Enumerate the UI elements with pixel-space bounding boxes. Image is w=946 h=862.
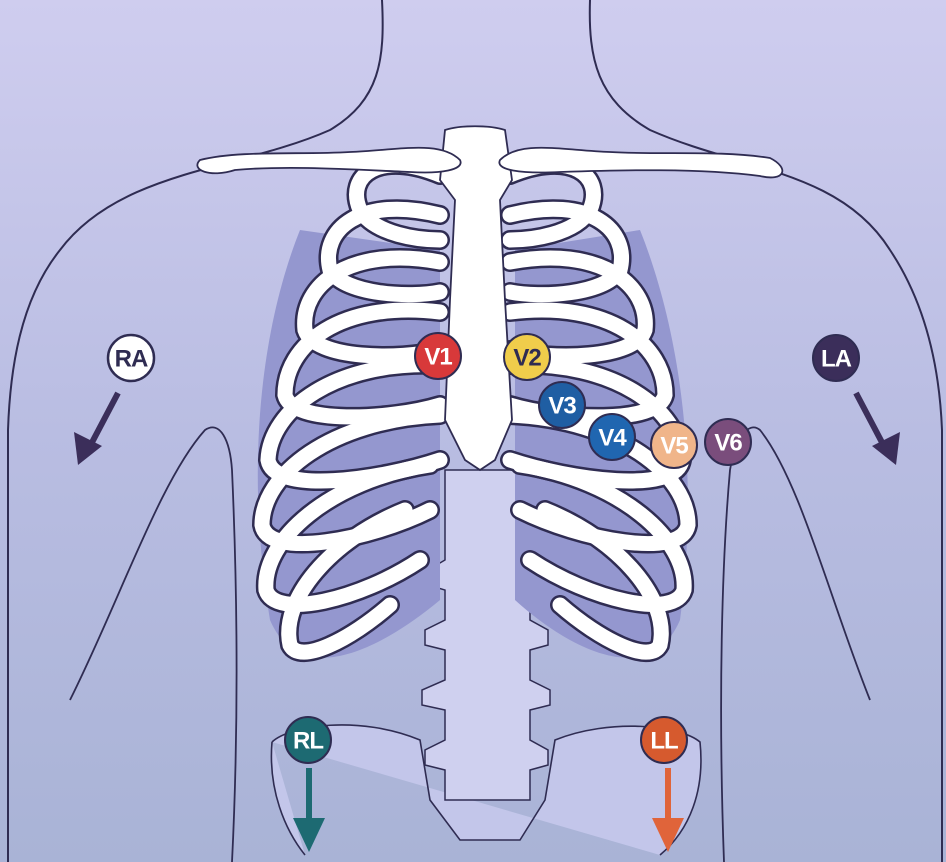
lead-v5: V5: [651, 422, 697, 468]
lead-v3-label: V3: [548, 393, 576, 420]
lead-v2-label: V2: [513, 345, 541, 372]
lead-v1: V1: [415, 333, 461, 379]
lead-rl: RL: [285, 717, 331, 763]
lead-v4: V4: [589, 414, 635, 460]
lead-v2: V2: [504, 334, 550, 380]
lead-ll: LL: [641, 717, 687, 763]
lead-v6: V6: [705, 419, 751, 465]
lead-v3: V3: [539, 382, 585, 428]
lead-la: LA: [813, 335, 859, 381]
lead-rl-label: RL: [293, 728, 323, 755]
sternum: [440, 126, 512, 470]
lead-v6-label: V6: [714, 430, 742, 457]
lead-ra-label: RA: [115, 346, 148, 373]
lead-v5-label: V5: [660, 433, 688, 460]
lead-ll-label: LL: [650, 728, 678, 755]
lead-ra: RA: [108, 335, 154, 381]
lead-la-label: LA: [821, 346, 852, 373]
lead-v4-label: V4: [598, 425, 627, 452]
lead-v1-label: V1: [424, 344, 452, 371]
